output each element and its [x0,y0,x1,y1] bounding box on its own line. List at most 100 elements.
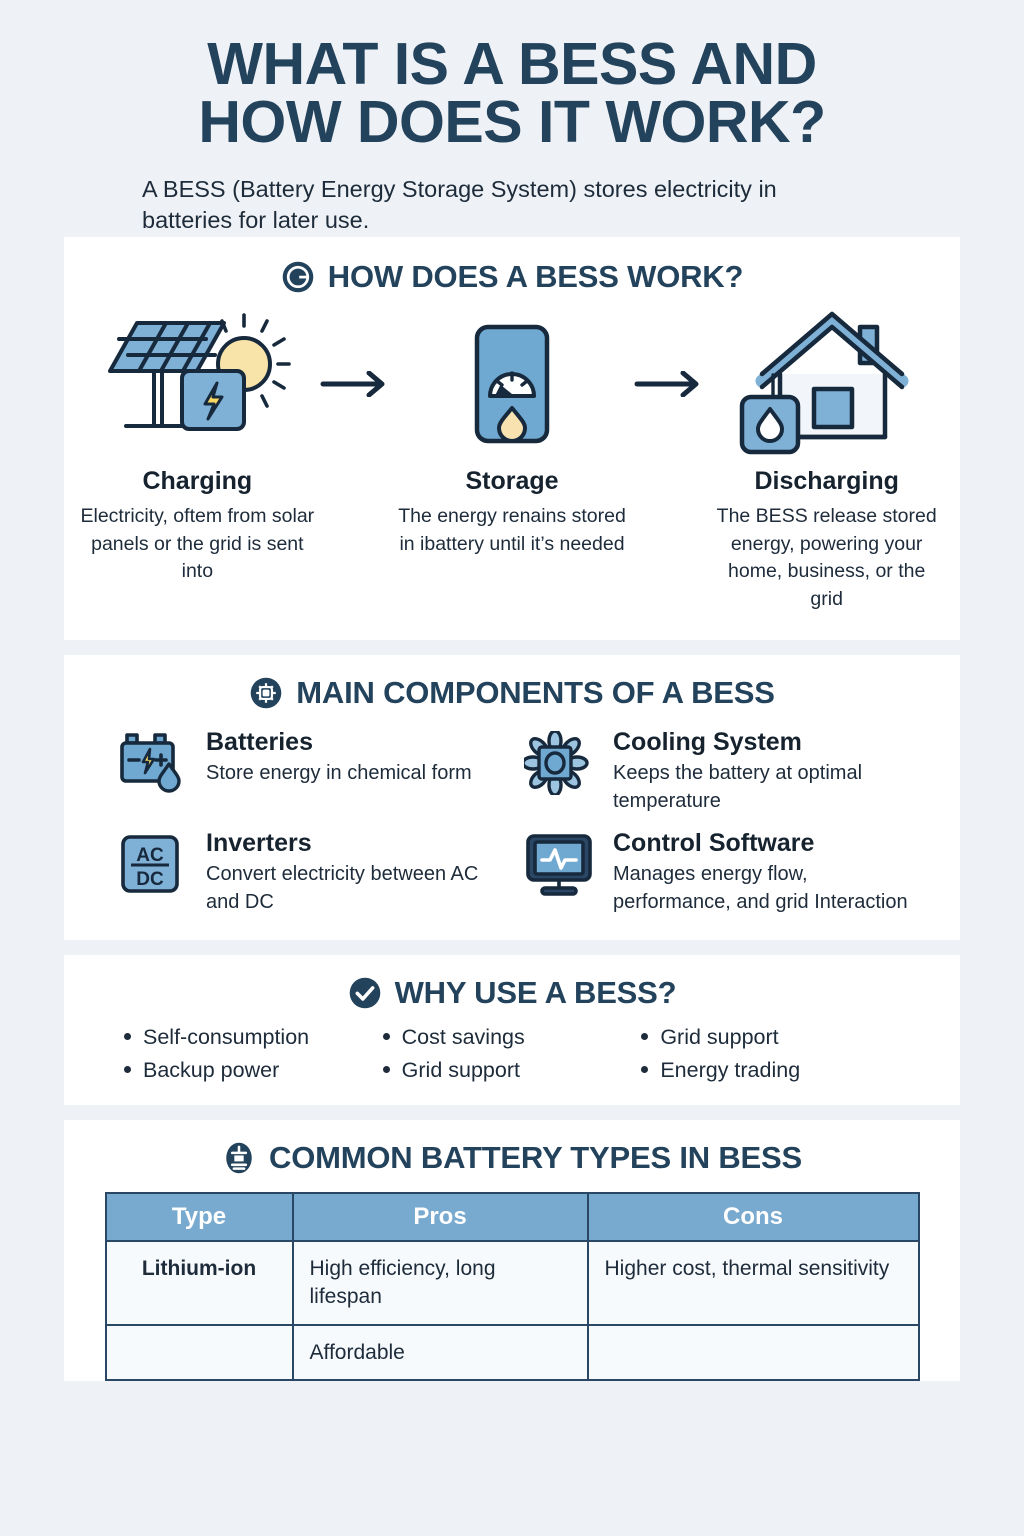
component-cooling-system: Cooling System Keeps the battery at opti… [523,727,908,816]
component-batteries-text: Batteries Store energy in chemical form [206,727,472,788]
section-components-header: MAIN COMPONENTS OF A BESS [80,675,944,711]
flow-arrow-2 [629,309,709,459]
component-batteries-name: Batteries [206,727,313,756]
monitor-pulse-icon [526,833,592,896]
bullet-icon [641,1066,649,1074]
section-why-header: WHY USE A BESS? [80,975,944,1011]
cell-pros: High efficiency, long lifespan [291,1240,589,1326]
section-why-title: WHY USE A BESS? [394,975,677,1011]
section-how-it-works: HOW DOES A BESS WORK? [64,237,960,640]
section-main-components: MAIN COMPONENTS OF A BESS [64,654,960,941]
flow-step-discharging-art [709,309,944,459]
components-grid: Batteries Store energy in chemical form [116,727,908,917]
component-cooling-art [523,729,597,795]
cell-type [104,1323,294,1382]
page-title-line-1: WHAT IS A BESS AND [207,31,817,97]
bullet-icon [382,1033,390,1041]
chip-gear-circle-icon [250,677,282,709]
table-row: Affordable [104,1323,920,1382]
component-inverters-art: AC DC [116,830,190,896]
flow-step-charging-art [80,309,315,459]
power-circle-icon [282,261,314,293]
cell-pros: Affordable [291,1323,589,1382]
ac-dc-box-icon: AC DC [121,834,179,893]
list-item: Grid support [382,1058,642,1083]
house-battery-icon [739,311,909,455]
benefit-label: Energy trading [660,1058,801,1083]
component-inverters-text: Inverters Convert electricity between AC… [206,828,501,917]
section-components-title: MAIN COMPONENTS OF A BESS [296,674,775,710]
component-batteries-desc: Store energy in chemical form [206,762,472,785]
flow-step-discharging: Discharging The BESS release stored ener… [709,309,944,614]
benefit-label: Grid support [660,1025,779,1050]
battery-cell-circle-icon [226,1142,252,1174]
component-inverters: AC DC Inverters Convert electricity betw… [116,828,501,917]
bullet-icon [124,1066,131,1074]
flow-step-storage: Storage The energy renains stored in iba… [395,309,630,558]
section-how-header: HOW DOES A BESS WORK? [80,259,944,295]
list-item: Self-consumption [124,1025,383,1050]
flow-step-storage-art [395,309,630,459]
table-row: Lithium-ion High efficiency, long lifesp… [104,1240,920,1326]
benefit-label: Self-consumption [143,1025,310,1050]
component-control-name: Control Software [613,828,815,857]
table-header-row: Type Pros Cons [104,1192,920,1243]
component-inverters-name: Inverters [206,828,312,857]
component-control-text: Control Software Manages energy flow, pe… [613,828,908,917]
flow-arrow-1 [315,309,395,459]
flow-step-charging-desc: Electricity, oftem from solar panels or … [80,505,315,583]
component-control-software: Control Software Manages energy flow, pe… [523,828,908,917]
flow-step-charging-name: Charging [142,467,253,496]
svg-text:DC: DC [136,869,164,890]
section-table-header: COMMON BATTERY TYPES IN BESS [80,1140,944,1176]
benefits-column-2: Cost savings Grid support [382,1025,642,1083]
component-control-desc: Manages energy flow, performance, and gr… [613,863,908,913]
bullet-icon [382,1066,390,1074]
svg-text:AC: AC [136,845,164,866]
bullet-icon [124,1033,131,1041]
flow-diagram: Charging Electricity, oftem from solar p… [80,309,944,614]
component-batteries: Batteries Store energy in chemical form [116,727,501,816]
component-cooling-desc: Keeps the battery at optimal temperature [613,762,863,812]
list-item: Backup power [124,1058,383,1083]
component-batteries-art [116,729,190,795]
column-header-pros: Pros [291,1192,589,1243]
solar-panel-battery-sun-icon [108,313,292,432]
column-header-type: Type [104,1192,294,1243]
page-header: WHAT IS A BESS AND HOW DOES IT WORK? A B… [0,0,1024,237]
flow-step-charging: Charging Electricity, oftem from solar p… [80,309,315,586]
component-inverters-desc: Convert electricity between AC and DC [206,863,479,913]
battery-terminals-icon [120,733,181,793]
cell-cons: Higher cost, thermal sensitivity [586,1240,920,1326]
flow-step-discharging-desc: The BESS release stored energy, powering… [716,505,937,611]
check-circle-icon [349,977,380,1009]
page-title-line-2: HOW DOES IT WORK? [198,88,826,155]
benefits-column-1: Self-consumption Backup power [124,1025,383,1083]
flow-step-discharging-name: Discharging [754,467,899,496]
list-item: Grid support [641,1025,900,1050]
page-title: WHAT IS A BESS AND HOW DOES IT WORK? [64,35,960,155]
flow-step-storage-name: Storage [465,467,559,496]
component-cooling-text: Cooling System Keeps the battery at opti… [613,727,908,816]
section-why-use: WHY USE A BESS? Self-consumption Backup … [64,955,960,1106]
benefit-label: Cost savings [401,1025,525,1050]
page-subtitle: A BESS (Battery Energy Storage System) s… [142,175,777,234]
storage-gauge-droplet-icon [474,324,550,444]
benefits-grid: Self-consumption Backup power Cost savin… [124,1025,900,1083]
benefit-label: Grid support [401,1058,520,1083]
battery-types-table: Type Pros Cons Lithium-ion High efficien… [104,1192,920,1382]
list-item: Energy trading [641,1058,900,1083]
section-battery-types: COMMON BATTERY TYPES IN BESS Type Pros C… [64,1120,960,1382]
cell-type: Lithium-ion [104,1240,294,1326]
section-table-title: COMMON BATTERY TYPES IN BESS [269,1140,802,1176]
cell-cons [586,1323,920,1382]
benefits-column-3: Grid support Energy trading [641,1025,900,1083]
arrow-right-icon [320,371,385,398]
arrow-right-icon [634,371,699,398]
flow-step-storage-desc: The energy renains stored in ibattery un… [398,505,626,555]
component-cooling-name: Cooling System [613,727,802,756]
fan-cooling-icon [524,730,589,795]
column-header-cons: Cons [586,1192,920,1243]
component-control-art [523,830,597,898]
